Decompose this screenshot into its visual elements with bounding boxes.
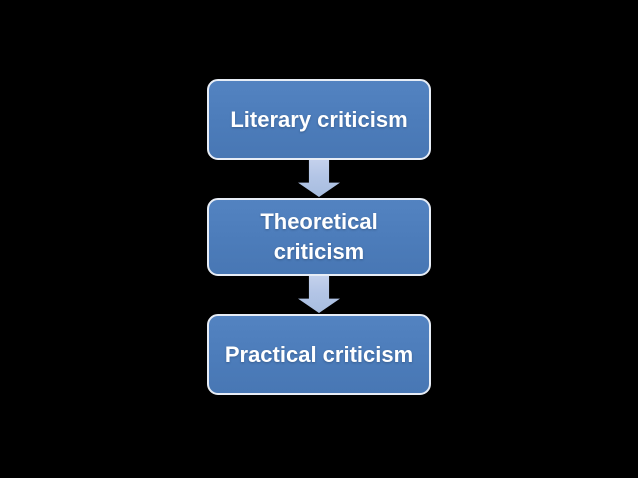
down-arrow-icon — [298, 160, 340, 197]
diagram-node-theoretical-criticism: Theoretical criticism — [207, 198, 431, 276]
process-diagram: Literary criticism Theoretical criticism… — [207, 79, 431, 395]
diagram-node-practical-criticism: Practical criticism — [207, 314, 431, 395]
node-label: Practical criticism — [224, 341, 414, 367]
node-label: Theoretical criticism — [260, 209, 378, 264]
diagram-node-literary-criticism: Literary criticism — [207, 79, 431, 160]
node-label: Literary criticism — [230, 106, 408, 132]
down-arrow-icon — [298, 276, 340, 313]
